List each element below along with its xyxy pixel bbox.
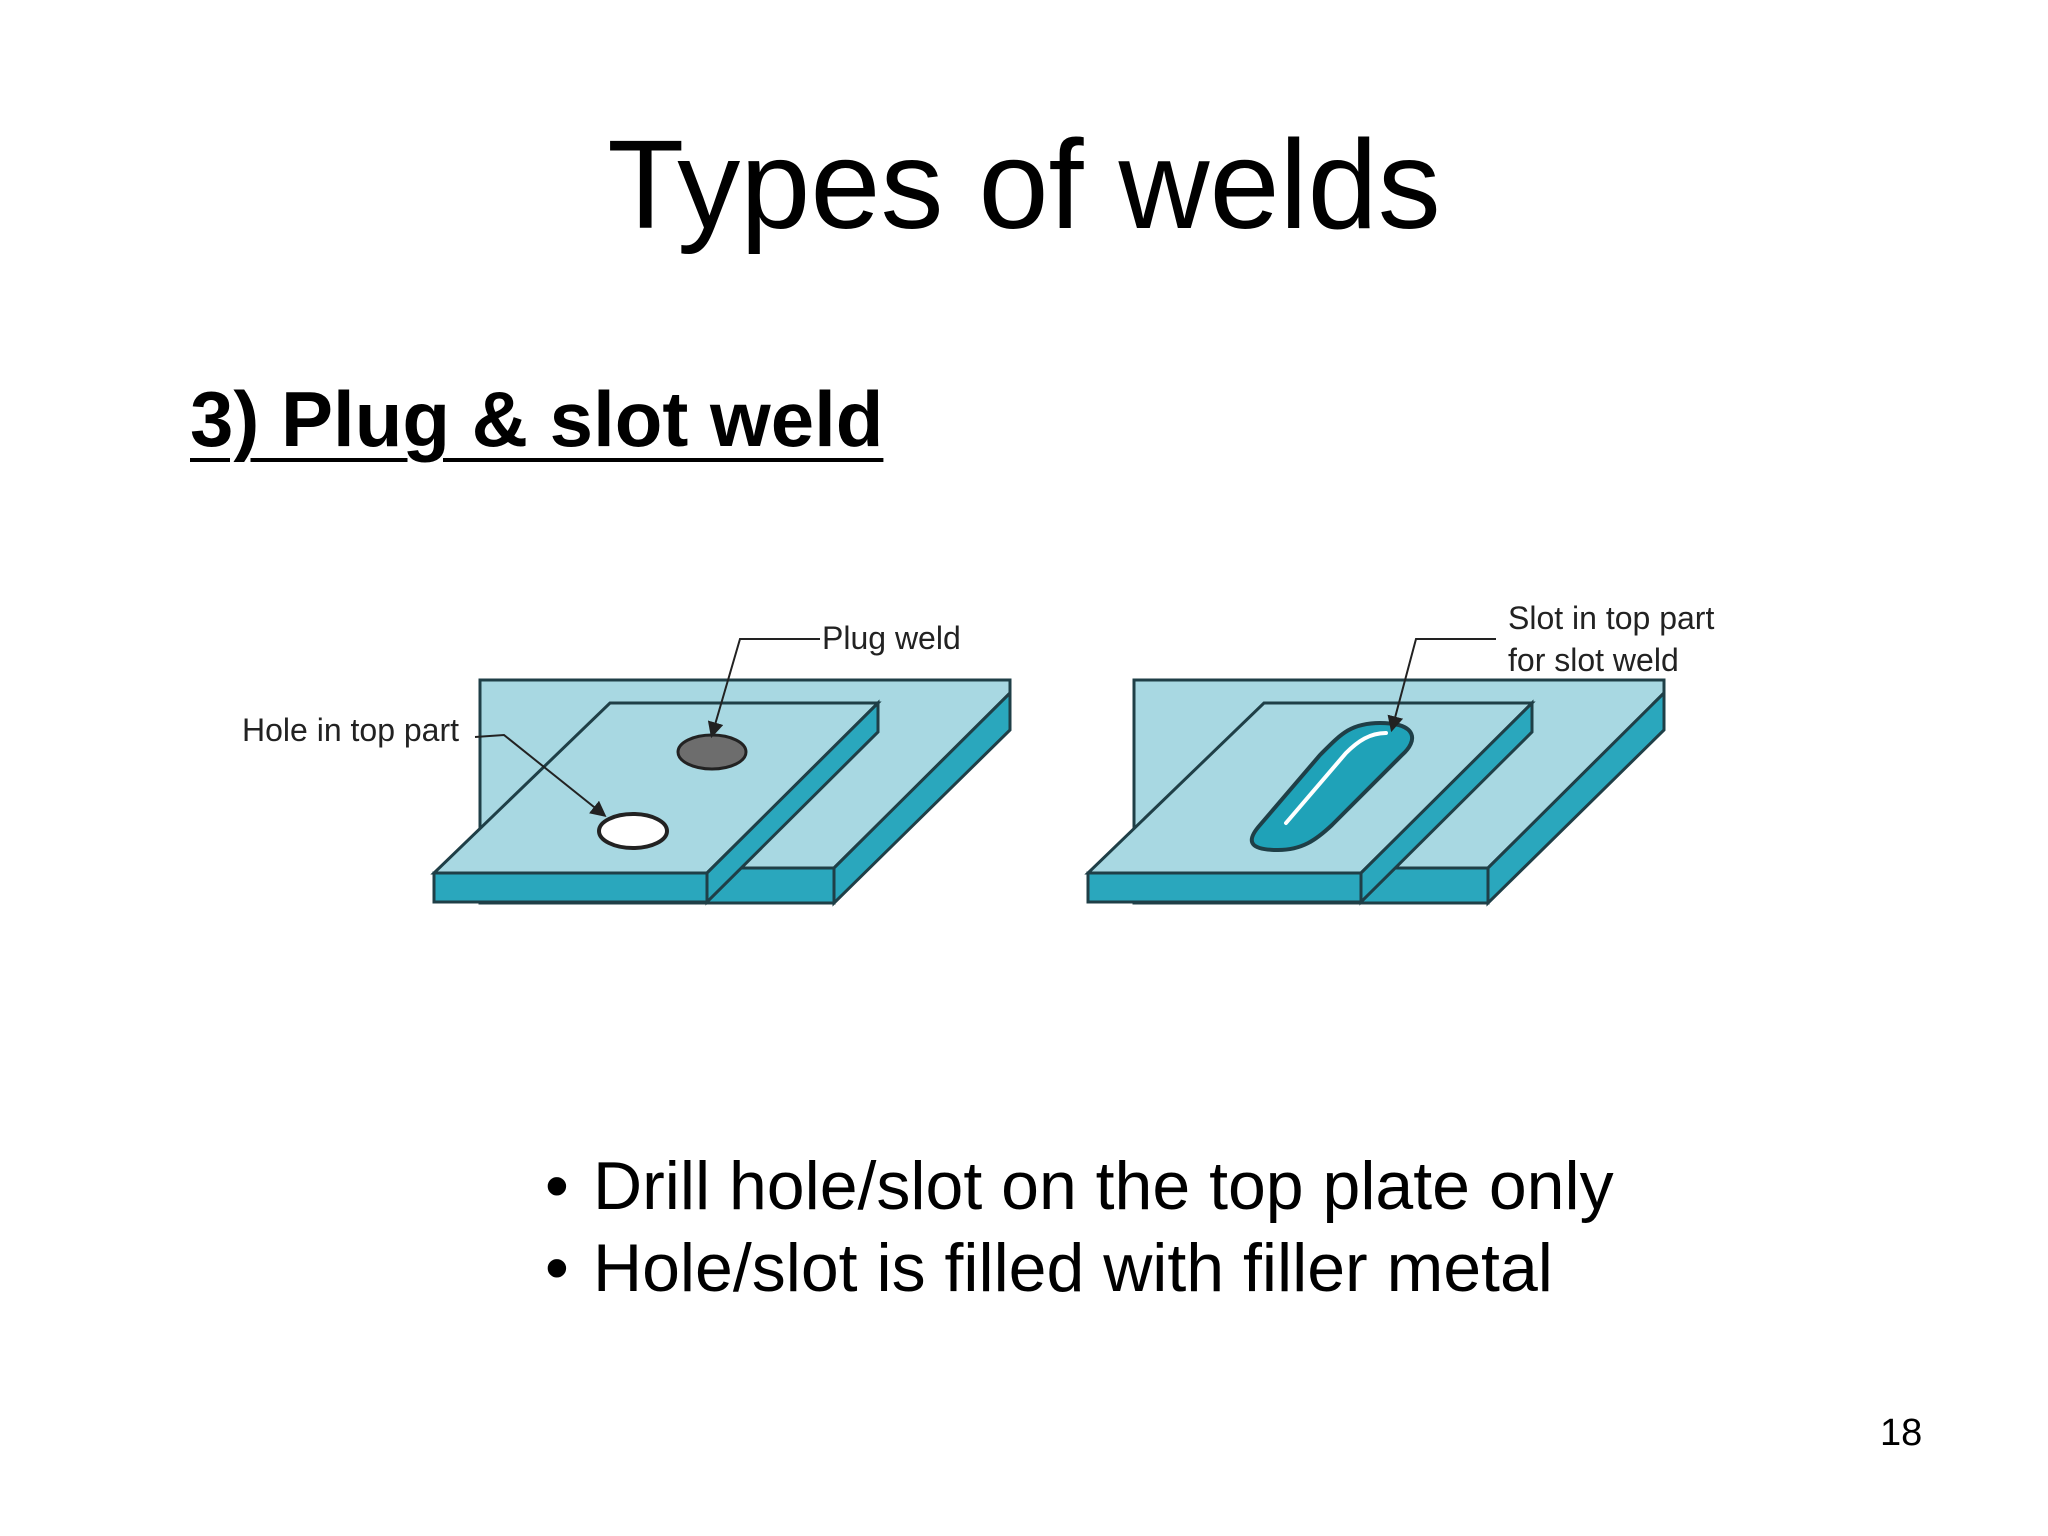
weld-illustration: Plug weld Hole in top part Slot in top p…	[242, 600, 1714, 907]
slot-leader	[1387, 638, 1496, 733]
slide-title: Types of welds	[607, 114, 1441, 255]
top-plate-left	[430, 699, 882, 906]
plug-weld-label: Plug weld	[822, 620, 961, 656]
bullet-list: Drill hole/slot on the top plate only Ho…	[545, 1145, 1614, 1309]
hole-label: Hole in top part	[242, 712, 459, 748]
hole-leader	[474, 733, 607, 817]
slot-highlight	[1284, 731, 1388, 825]
bullet-item: Drill hole/slot on the top plate only	[545, 1145, 1614, 1227]
plug-weld-filled	[676, 733, 748, 771]
slot-label-line2: for slot weld	[1508, 642, 1679, 678]
hole-in-top-part	[597, 812, 669, 850]
section-heading: 3) Plug & slot weld	[190, 375, 884, 463]
bullet-item: Hole/slot is filled with filler metal	[545, 1227, 1614, 1309]
plug-weld-assembly: Plug weld Hole in top part	[242, 620, 1012, 907]
plug-weld-leader	[707, 638, 820, 739]
weld-diagram: Plug weld Hole in top part Slot in top p…	[220, 585, 1760, 945]
slot-label-line1: Slot in top part	[1508, 600, 1714, 636]
page-number: 18	[1880, 1412, 1923, 1454]
slot-weld-assembly: Slot in top part for slot weld	[1084, 600, 1714, 907]
